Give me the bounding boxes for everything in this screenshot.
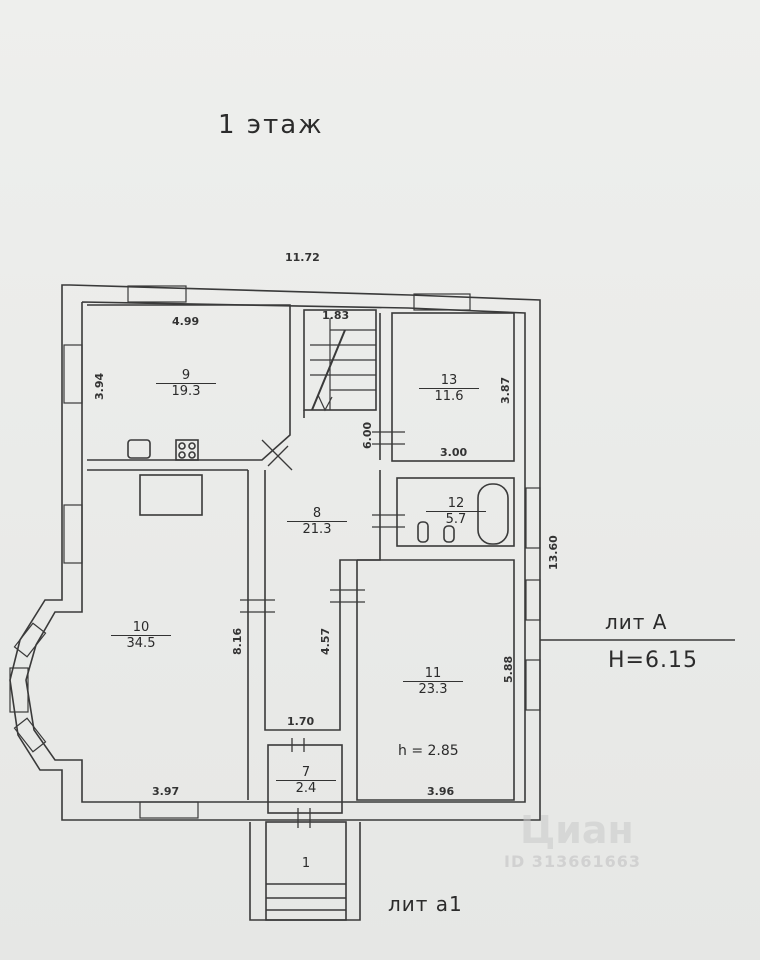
- watermark-logo: Циан: [520, 808, 634, 852]
- room-area: 11.6: [434, 389, 464, 404]
- room-number: 7: [276, 765, 336, 781]
- wall-room13: [391, 312, 515, 462]
- ceiling-height: h = 2.85: [398, 743, 459, 759]
- room-number: 1: [301, 856, 311, 871]
- wall-room9: [87, 304, 291, 461]
- room-area: 34.5: [126, 636, 156, 651]
- room-1-label: 1: [276, 856, 336, 871]
- floor-title: 1 этаж: [218, 110, 324, 140]
- room-number: 8: [287, 506, 347, 522]
- room-area: 5.7: [445, 512, 467, 527]
- dim-room13-height: 3.87: [499, 376, 512, 404]
- outer-wall-inner: [25, 301, 526, 803]
- dim-room10-width: 3.97: [152, 785, 180, 798]
- dim-room11-height: 5.88: [502, 655, 515, 683]
- lit-a1-label: лит а1: [388, 892, 463, 916]
- room-12-label: 12 5.7: [426, 496, 486, 527]
- dim-room10-height: 8.16: [231, 627, 244, 655]
- lit-a-height: H=6.15: [608, 648, 698, 673]
- room-9-label: 9 19.3: [156, 368, 216, 399]
- dim-total-width: 11.72: [285, 251, 320, 264]
- room-area: 21.3: [302, 522, 332, 537]
- wall-room12: [396, 477, 515, 547]
- dim-total-height: 13.60: [547, 535, 560, 570]
- room-7-label: 7 2.4: [276, 765, 336, 796]
- room-13-label: 13 11.6: [419, 373, 479, 404]
- dim-stair-width: 1.83: [322, 309, 350, 322]
- dim-room7-width: 1.70: [287, 715, 315, 728]
- room-number: 13: [419, 373, 479, 389]
- room-number: 10: [111, 620, 171, 636]
- room-area: 23.3: [418, 682, 448, 697]
- dim-room13-width: 3.00: [440, 446, 468, 459]
- dim-room11-width: 3.96: [427, 785, 455, 798]
- room-number: 11: [403, 666, 463, 682]
- room-number: 12: [426, 496, 486, 512]
- dim-room9-height: 3.94: [93, 372, 106, 400]
- wall-room11: [356, 559, 515, 801]
- room-8-label: 8 21.3: [287, 506, 347, 537]
- dim-corridor-length: 6.00: [361, 421, 374, 449]
- wall-room7: [267, 744, 343, 814]
- lit-a-label: лит А: [605, 610, 668, 634]
- wall-corridor: [264, 470, 381, 731]
- dim-corridor-lower: 4.57: [319, 627, 332, 655]
- room-area: 19.3: [171, 384, 201, 399]
- watermark-id: ID 313661663: [504, 852, 641, 871]
- dim-room9-width: 4.99: [172, 315, 200, 328]
- room-10-label: 10 34.5: [111, 620, 171, 651]
- outer-wall: [9, 284, 541, 821]
- room-11-label: 11 23.3: [403, 666, 463, 697]
- room-area: 2.4: [295, 781, 317, 796]
- room-number: 9: [156, 368, 216, 384]
